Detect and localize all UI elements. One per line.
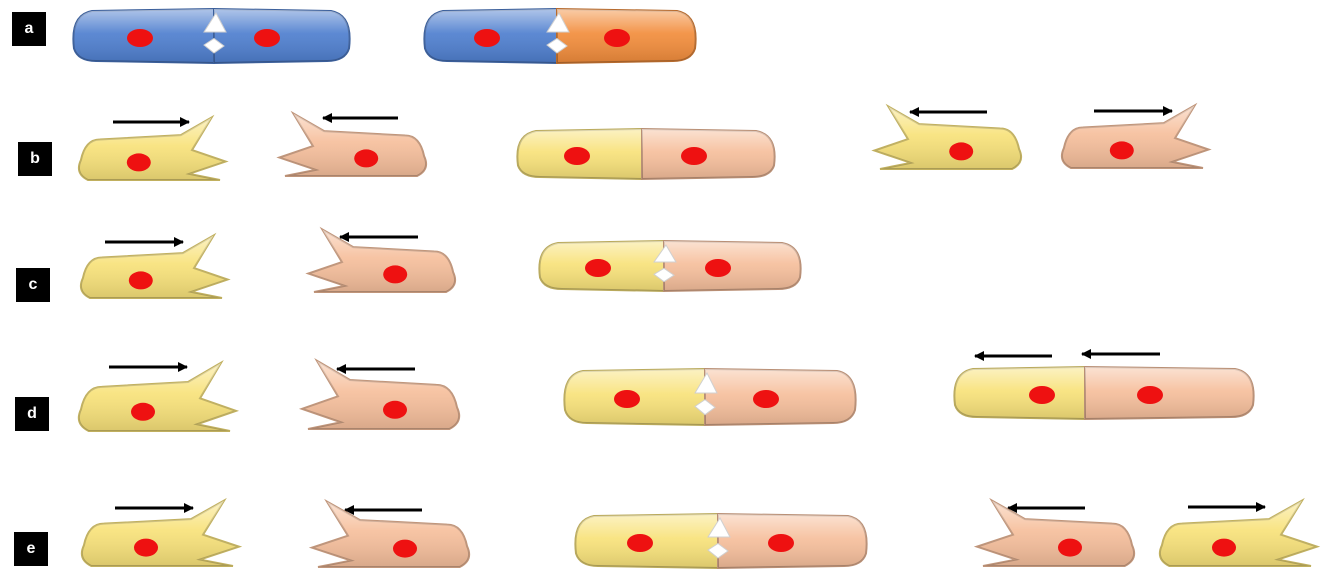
- row-a-pair-2-left-cell: [424, 9, 557, 63]
- nucleus: [768, 534, 794, 552]
- row-c-joined-pair-left-cell: [539, 241, 664, 291]
- cell-gloss: [954, 367, 1085, 419]
- nucleus: [1137, 386, 1163, 404]
- nucleus: [383, 265, 407, 283]
- cell-gloss: [1160, 501, 1317, 566]
- cell-gloss: [214, 9, 350, 63]
- cell-gloss: [81, 236, 228, 298]
- cell-gloss: [302, 361, 459, 429]
- nucleus: [1029, 386, 1055, 404]
- nucleus: [564, 147, 590, 165]
- cell-gloss: [79, 118, 226, 180]
- nucleus: [753, 390, 779, 408]
- row-c-peach-cell: [308, 230, 455, 292]
- nucleus: [949, 142, 973, 160]
- row-e-yellow-leaving: [1160, 501, 1317, 566]
- nucleus: [393, 540, 417, 558]
- row-b-peach-cell: [279, 114, 426, 176]
- row-b-yellow-leaving: [874, 107, 1021, 169]
- row-c-yellow-cell: [81, 236, 228, 298]
- cell-gloss: [308, 230, 455, 292]
- cell-gloss: [664, 241, 801, 291]
- row-b-joined-pair-right-cell: [642, 129, 775, 179]
- row-d-joined-pair-left-cell: [564, 369, 705, 425]
- nucleus: [254, 29, 280, 47]
- nucleus: [383, 401, 407, 419]
- nucleus: [127, 29, 153, 47]
- row-a-pair-1-right-cell: [214, 9, 350, 63]
- nucleus: [1212, 539, 1236, 557]
- row-a-pair-2-right-cell: [557, 9, 696, 63]
- row-c-joined-pair-right-cell: [664, 241, 801, 291]
- nucleus: [614, 390, 640, 408]
- row-b-yellow-cell: [79, 118, 226, 180]
- cell-gloss: [642, 129, 775, 179]
- nucleus: [585, 259, 611, 277]
- row-e-joined-pair-right-cell: [718, 514, 867, 568]
- row-b-peach-leaving: [1062, 106, 1209, 168]
- row-d-migrating-pair-left-cell: [954, 367, 1085, 419]
- row-b-joined-pair-left-cell: [517, 129, 642, 179]
- nucleus: [627, 534, 653, 552]
- nucleus: [474, 29, 500, 47]
- cell-gloss: [977, 501, 1134, 566]
- row-d-joined-pair-right-cell: [705, 369, 856, 425]
- cell-gloss: [1062, 106, 1209, 168]
- row-d-yellow-cell: [79, 363, 236, 431]
- nucleus: [129, 271, 153, 289]
- row-d-peach-cell: [302, 361, 459, 429]
- row-e-peach-leaving: [977, 501, 1134, 566]
- nucleus: [705, 259, 731, 277]
- cell-gloss: [1085, 367, 1254, 419]
- nucleus: [134, 539, 158, 557]
- nucleus: [681, 147, 707, 165]
- nucleus: [131, 403, 155, 421]
- cell-gloss: [279, 114, 426, 176]
- row-d-migrating-pair-right-cell: [1085, 367, 1254, 419]
- nucleus: [1110, 141, 1134, 159]
- cell-gloss: [874, 107, 1021, 169]
- cell-gloss: [79, 363, 236, 431]
- nucleus: [604, 29, 630, 47]
- nucleus: [127, 153, 151, 171]
- nucleus: [1058, 539, 1082, 557]
- row-e-joined-pair-left-cell: [575, 514, 718, 568]
- cell-gloss: [82, 501, 239, 566]
- row-a-pair-1-left-cell: [73, 9, 214, 63]
- row-e-yellow-cell: [82, 501, 239, 566]
- nucleus: [354, 149, 378, 167]
- cell-gloss: [705, 369, 856, 425]
